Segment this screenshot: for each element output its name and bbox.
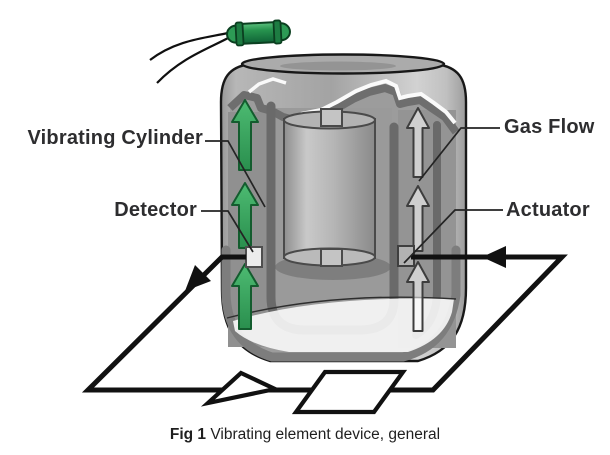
- detector-element: [245, 246, 263, 268]
- caption-number: Fig 1: [169, 426, 207, 443]
- cut-highlight: [300, 78, 457, 125]
- figure-caption: Fig 1 Vibrating element device, general: [0, 426, 610, 444]
- capsule-wire: [149, 31, 229, 61]
- leader-detector: [201, 210, 254, 253]
- up-arrow-outline-icon: [406, 107, 430, 178]
- gas-flow-arrows: [406, 107, 430, 332]
- inner-cylinder: [283, 108, 376, 267]
- label-gas-flow: Gas Flow: [504, 116, 595, 138]
- leader-lines: [201, 127, 503, 264]
- housing-top-shade: [280, 61, 396, 71]
- amplifier-triangle-icon: [200, 370, 282, 407]
- cylinder-top-knob: [320, 108, 343, 127]
- flow-direction-arrowhead-icon: [482, 246, 506, 268]
- cylinder-bottom-knob: [320, 248, 343, 267]
- leader-gas-flow: [418, 127, 500, 182]
- label-vibrating-cylinder: Vibrating Cylinder: [27, 127, 203, 149]
- sensor-capsule: [149, 19, 291, 84]
- parallelogram-block-icon: [291, 369, 408, 415]
- caption-text: Vibrating element device, general: [206, 426, 441, 443]
- floor-highlight: [233, 298, 454, 352]
- cut-edge-dark: [227, 84, 460, 135]
- leader-actuator: [403, 209, 503, 264]
- flow-direction-arrowhead-icon: [185, 265, 211, 291]
- label-detector: Detector: [114, 199, 197, 221]
- up-arrow-outline-icon: [406, 185, 430, 252]
- cylinder-body: [283, 118, 376, 259]
- piezo-capsule-icon: [226, 19, 291, 47]
- cut-highlight: [247, 77, 287, 94]
- leader-vibrating-cylinder: [205, 140, 266, 208]
- floor-edge-line: [226, 296, 457, 319]
- label-actuator: Actuator: [506, 199, 590, 221]
- up-arrow-outline-icon: [406, 261, 430, 332]
- up-arrow-green-icon: [231, 263, 259, 330]
- vibration-arrows: [231, 99, 259, 330]
- capsule-wire: [156, 36, 231, 84]
